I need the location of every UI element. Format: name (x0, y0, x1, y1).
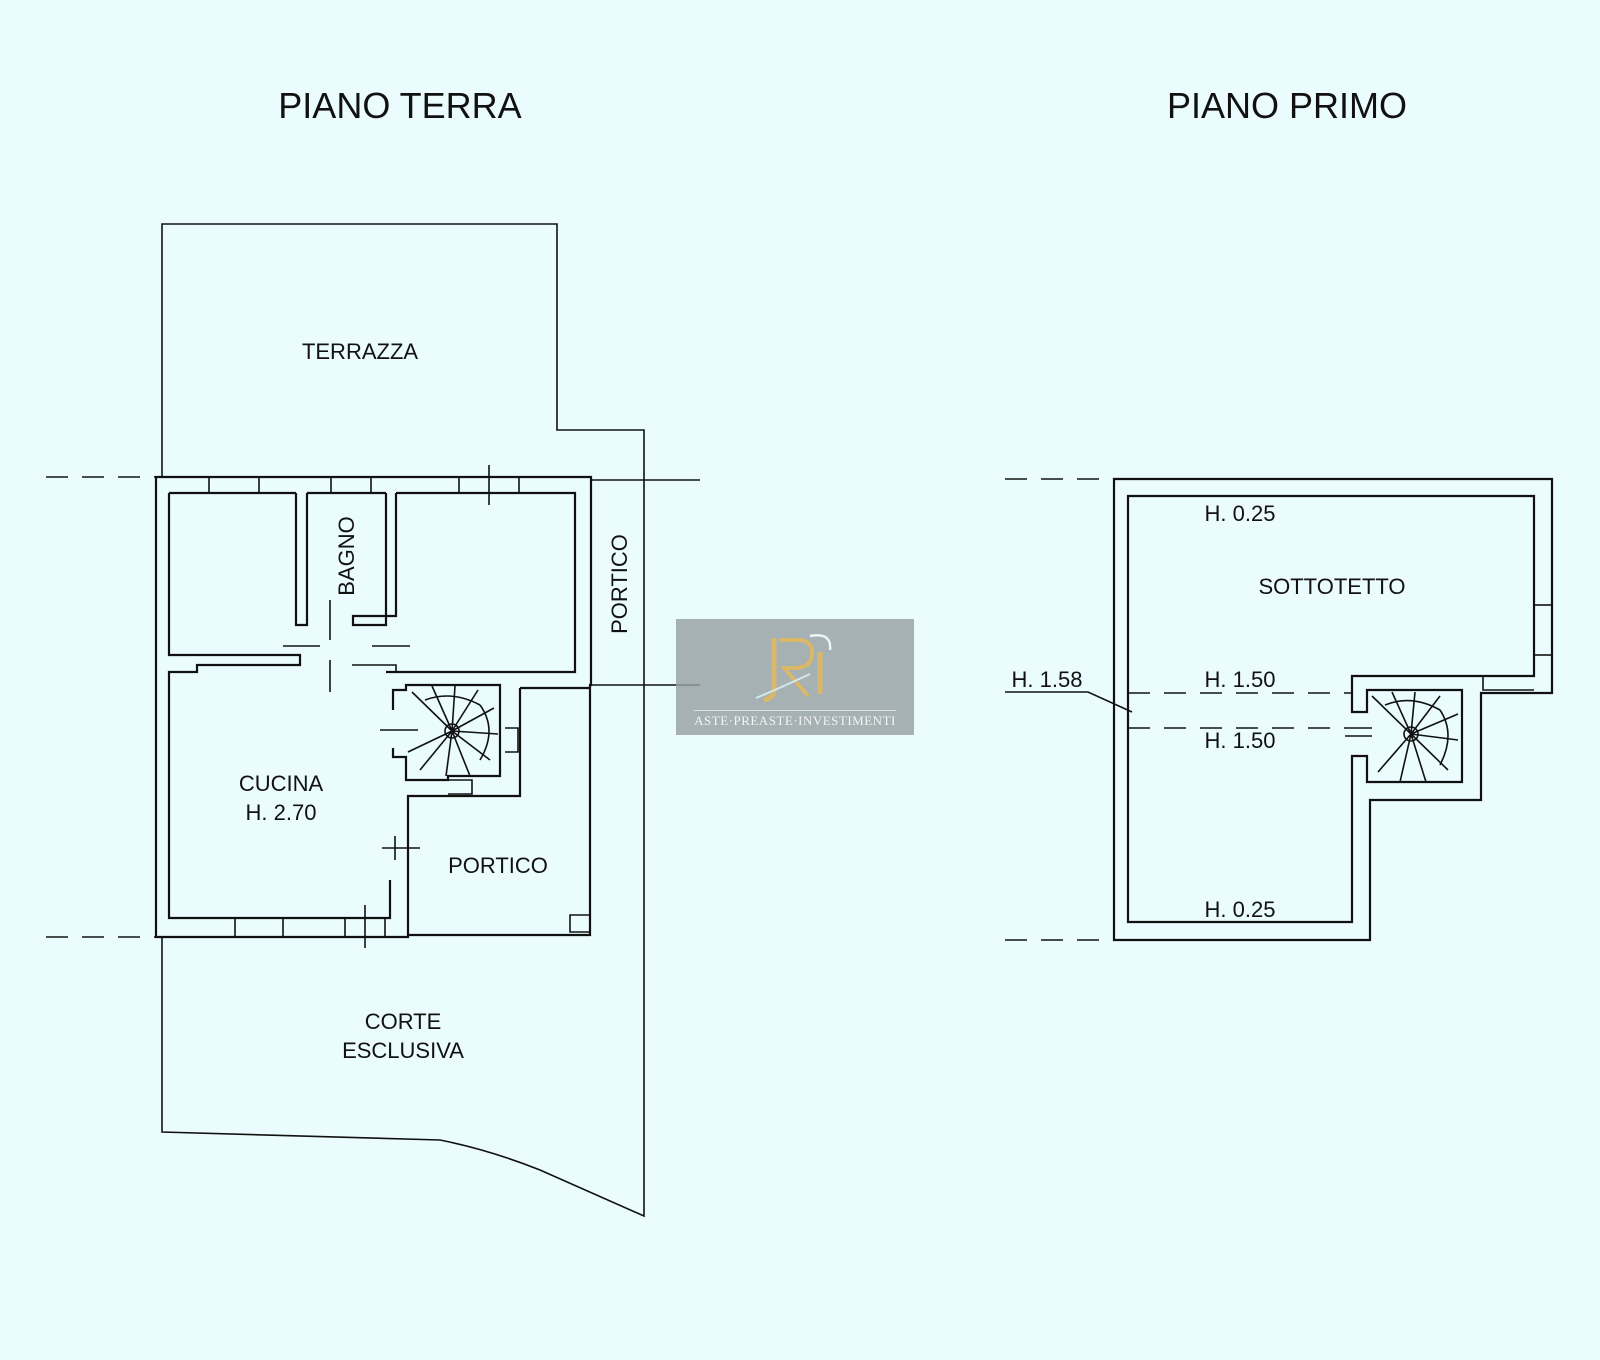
label-bagno: BAGNO (334, 516, 359, 595)
watermark: ASTE·PREASTE·INVESTIMENTI (676, 619, 914, 735)
spiral-stair-first (1371, 691, 1459, 783)
first-floor-window-right (1533, 604, 1553, 656)
portico-pillar (569, 914, 591, 933)
stair-well-wall (391, 683, 502, 782)
watermark-text: ASTE·PREASTE·INVESTIMENTI (694, 710, 896, 729)
first-floor-inner-wall (1126, 494, 1536, 924)
api-monogram-logo-icon (755, 634, 832, 703)
bathroom-wall-right (351, 493, 398, 627)
label-h158: H. 1.58 (1012, 667, 1083, 692)
label-cucina: CUCINA (239, 771, 324, 796)
title-ground-floor: PIANO TERRA (278, 85, 521, 126)
first-floor-stair-mark (1345, 727, 1372, 737)
corridor-door-marks (283, 600, 410, 692)
label-cucina-height: H. 2.70 (246, 800, 317, 825)
first-floor-plan: H. 0.25 SOTTOTETTO H. 1.58 H. 1.50 H. 1.… (1005, 477, 1554, 942)
windows-bottom (234, 905, 386, 948)
stair-bottom-mark (448, 779, 473, 795)
label-h025-top: H. 0.25 (1205, 501, 1276, 526)
bathroom-wall-left (294, 493, 309, 627)
label-corte: CORTE (365, 1009, 442, 1034)
label-sottotetto: SOTTOTETTO (1258, 574, 1405, 599)
first-floor-step-mark (1482, 676, 1534, 691)
label-esclusiva: ESCLUSIVA (342, 1038, 464, 1063)
portico-door-mark (382, 836, 420, 860)
windows-top (208, 465, 520, 505)
stair-step-mark (505, 727, 519, 753)
title-first-floor: PIANO PRIMO (1167, 85, 1407, 126)
site-outline (161, 223, 645, 1218)
label-terrazza: TERRAZZA (302, 339, 418, 364)
ground-floor-plan: TERRAZZA BAGNO PORTICO CUCINA H. 2.70 PO… (46, 223, 700, 1218)
leader-line-158 (1005, 691, 1133, 713)
portico-inner-wall (406, 686, 590, 935)
building-inner-wall (169, 491, 577, 674)
first-floor-outer-wall (1112, 477, 1554, 942)
label-h150-upper: H. 1.50 (1205, 667, 1276, 692)
spiral-stair-ground (407, 685, 499, 777)
label-portico-side: PORTICO (607, 534, 632, 634)
label-h150-lower: H. 1.50 (1205, 728, 1276, 753)
label-h025-bottom: H. 0.25 (1205, 897, 1276, 922)
label-portico: PORTICO (448, 853, 548, 878)
